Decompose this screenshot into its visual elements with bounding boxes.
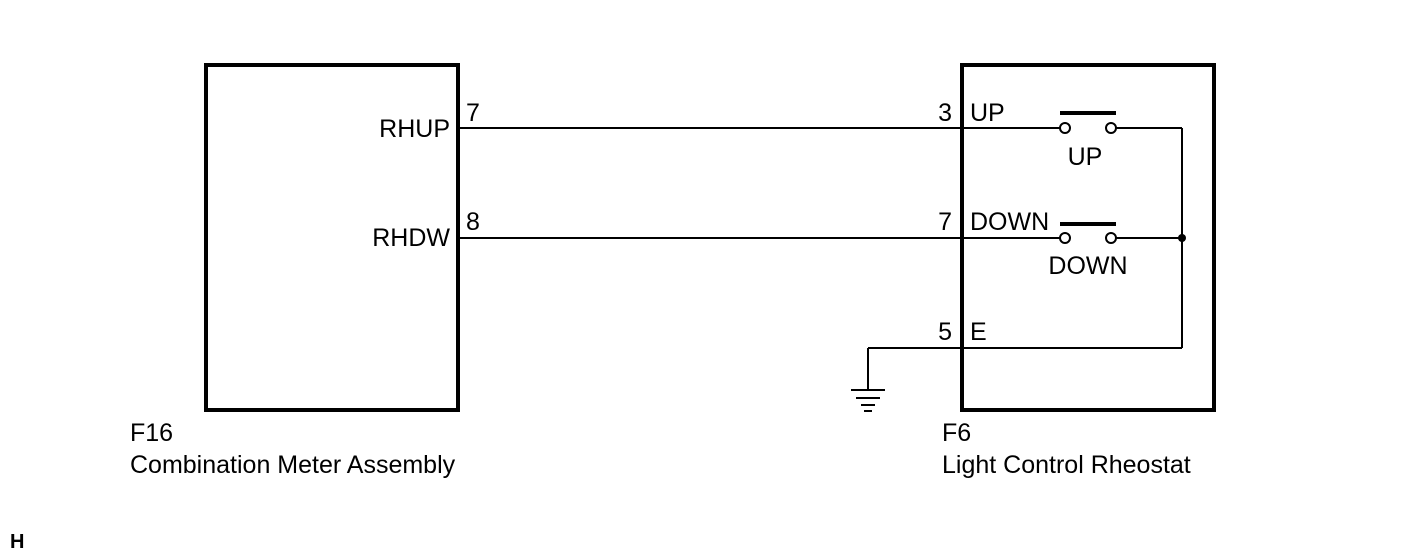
down-switch-contact-right bbox=[1105, 232, 1117, 244]
corner-label: H bbox=[10, 531, 24, 553]
right-pin-7: 7 bbox=[938, 208, 952, 236]
e-terminal-label: E bbox=[970, 318, 987, 346]
up-switch-contact-right bbox=[1105, 122, 1117, 134]
rhup-terminal-label: RHUP bbox=[379, 115, 450, 143]
left-component-id: F16 bbox=[130, 419, 173, 447]
down-switch-contact-left bbox=[1059, 232, 1071, 244]
rhdw-terminal-label: RHDW bbox=[372, 224, 450, 252]
left-component-name: Combination Meter Assembly bbox=[130, 451, 456, 479]
up-switch-label: UP bbox=[1068, 143, 1103, 171]
left-pin-8: 8 bbox=[466, 208, 480, 236]
down-terminal-label: DOWN bbox=[970, 208, 1049, 236]
right-pin-3: 3 bbox=[938, 99, 952, 127]
down-switch-label: DOWN bbox=[1048, 252, 1127, 280]
junction-dot bbox=[1178, 234, 1186, 242]
left-pin-7: 7 bbox=[466, 99, 480, 127]
right-component-name: Light Control Rheostat bbox=[942, 451, 1191, 479]
up-switch-contact-left bbox=[1059, 122, 1071, 134]
ground-icon bbox=[851, 389, 885, 412]
right-pin-5: 5 bbox=[938, 318, 952, 346]
right-component-id: F6 bbox=[942, 419, 971, 447]
up-terminal-label: UP bbox=[970, 99, 1005, 127]
